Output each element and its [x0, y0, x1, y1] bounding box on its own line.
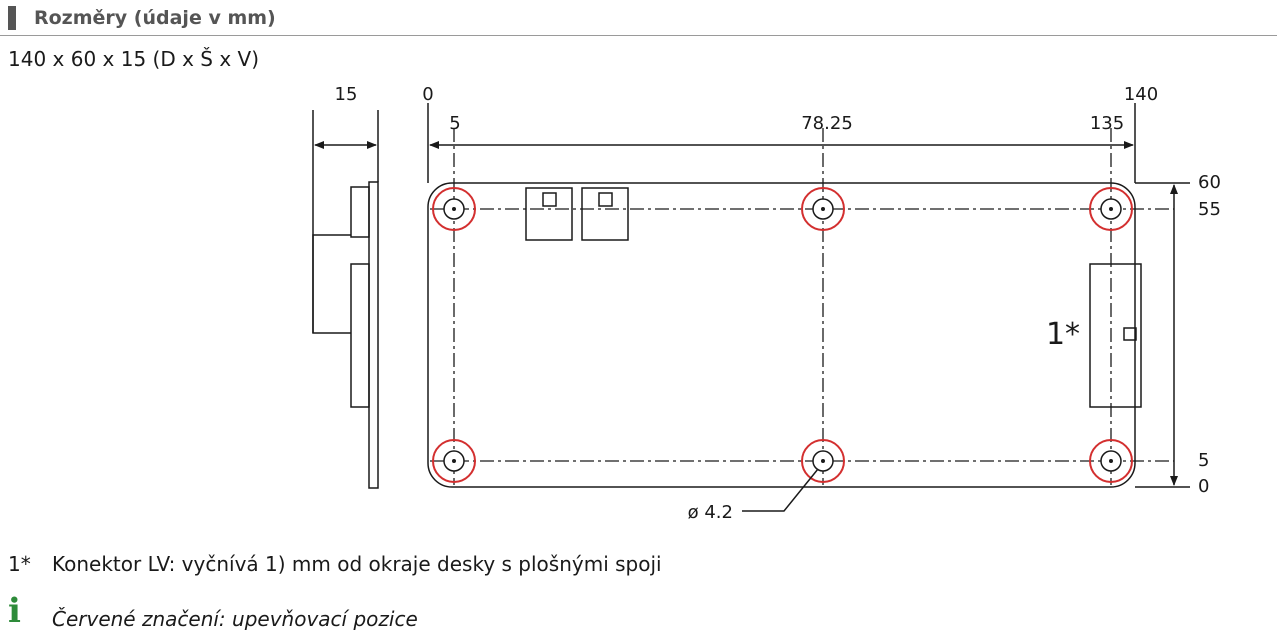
connector-marker: 1*	[1046, 317, 1080, 352]
hole-center-dot	[821, 207, 825, 211]
label-x78: 78.25	[801, 113, 853, 134]
hole-center-dot	[1109, 207, 1113, 211]
side-view-lower-component	[350, 263, 370, 408]
mounting-hole-x135-y5	[1089, 439, 1133, 483]
hole-center-lines	[430, 128, 1174, 485]
mounting-position-marker	[432, 187, 476, 231]
mounting-position-marker	[801, 439, 845, 483]
pcb-outline	[427, 182, 1136, 488]
mounting-position-marker	[1089, 439, 1133, 483]
hole-diameter-label: ø 4.2	[688, 502, 733, 523]
side-view-upper-component	[350, 186, 370, 238]
section-title: Rozměry (údaje v mm)	[34, 7, 276, 29]
component-2	[581, 187, 629, 241]
lv-connector	[1089, 263, 1142, 408]
section-accent-bar	[8, 6, 16, 30]
mounting-hole-x78-y55	[801, 187, 845, 231]
label-x0: 0	[422, 84, 433, 105]
label-x140: 140	[1124, 84, 1158, 105]
label-y0: 0	[1198, 476, 1209, 497]
label-y55: 55	[1198, 199, 1221, 220]
label-y5: 5	[1198, 450, 1209, 471]
mounting-hole-x78-y5	[801, 439, 845, 483]
top-extension-lines	[427, 103, 1190, 488]
lv-connector-pin	[1123, 327, 1137, 341]
hole-center-dot	[452, 459, 456, 463]
component-1	[525, 187, 573, 241]
mounting-hole-x135-y55	[1089, 187, 1133, 231]
side-view	[312, 110, 379, 489]
info-icon: i	[8, 591, 21, 631]
hole-center-dot	[821, 459, 825, 463]
label-x135: 135	[1090, 113, 1124, 134]
technical-drawing: 15 0 5 78.25 135 140 60 55 5 0 1* ø 4.2	[312, 84, 1221, 523]
mounting-position-marker	[801, 187, 845, 231]
diameter-leader-line	[742, 468, 819, 512]
section-header: Rozměry (údaje v mm)	[0, 0, 1277, 36]
footnote-marker: 1*	[8, 552, 31, 576]
hole-center-dot	[1109, 459, 1113, 463]
mounting-hole-x5-y5	[432, 439, 476, 483]
overall-dimensions: 140 x 60 x 15 (D x Š x V)	[8, 47, 260, 71]
mounting-holes	[432, 187, 1133, 483]
hole-center-dot	[452, 207, 456, 211]
component-2-pin	[598, 192, 613, 207]
info-note-text: Červené značení: upevňovací pozice	[52, 607, 418, 631]
label-thickness: 15	[335, 84, 358, 105]
side-view-connector-body	[312, 234, 351, 334]
mounting-hole-x5-y55	[432, 187, 476, 231]
side-view-pcb	[368, 181, 379, 489]
footnote-text: Konektor LV: vyčnívá 1) mm od okraje des…	[52, 552, 662, 576]
component-1-pin	[542, 192, 557, 207]
board-components	[525, 187, 1142, 408]
label-x5: 5	[449, 113, 460, 134]
mounting-position-marker	[432, 439, 476, 483]
label-y60: 60	[1198, 172, 1221, 193]
mounting-position-marker	[1089, 187, 1133, 231]
